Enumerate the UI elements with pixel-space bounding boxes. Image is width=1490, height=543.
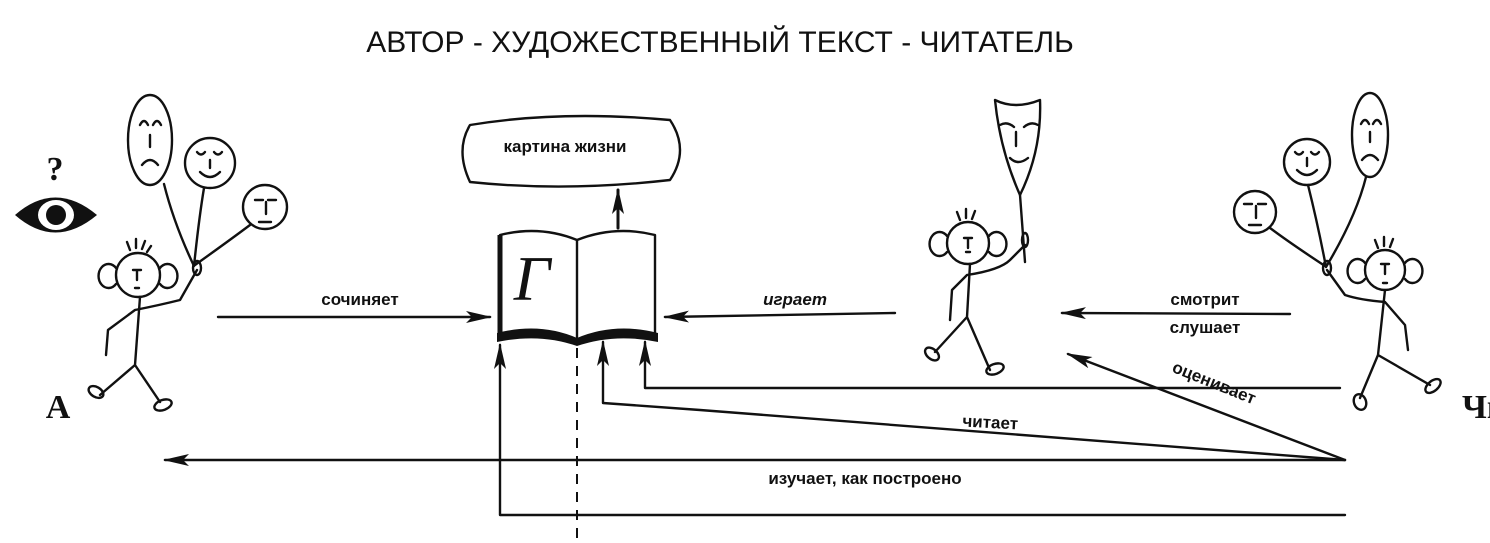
arrow-plays: [663, 310, 897, 323]
author-figure: [87, 93, 289, 412]
label-reads: читает: [962, 412, 1019, 434]
label-evaluates: оценивает: [1170, 358, 1259, 409]
label-composes: сочиняет: [321, 290, 398, 309]
happy-mask-balloon: [183, 136, 237, 190]
theatre-mask: [993, 98, 1042, 197]
life-picture-cloud: картина жизни: [461, 114, 682, 188]
neutral-mask-balloon: [241, 183, 289, 231]
sad-mask-balloon: [126, 93, 174, 187]
actor-figure: [923, 98, 1042, 376]
arrow-evaluates: [1066, 352, 1347, 462]
author-label: А: [46, 389, 71, 426]
eye-icon: ?: [15, 151, 97, 233]
arrow-watches: [1060, 307, 1292, 320]
arrow-reader-to-book: [639, 340, 1342, 390]
label-listens: слушает: [1170, 318, 1241, 337]
book-icon: Г: [497, 229, 658, 346]
arrow-reads: [597, 340, 1347, 462]
arrow-bottom-to-book: [494, 343, 1347, 517]
question-mark: ?: [47, 151, 64, 188]
label-plays: играет: [763, 290, 827, 309]
book-letter: Г: [513, 243, 553, 314]
reader-label: Чк: [1462, 389, 1490, 426]
label-studies: изучает, как построено: [768, 469, 961, 488]
diagram-title: АВТОР - ХУДОЖЕСТВЕННЫЙ ТЕКСТ - ЧИТАТЕЛЬ: [366, 25, 1074, 59]
neutral-mask-balloon: [1232, 189, 1278, 235]
reader-figure: [1232, 91, 1442, 411]
sad-mask-balloon: [1350, 91, 1390, 179]
label-watches: смотрит: [1170, 290, 1239, 309]
cloud-label: картина жизни: [503, 137, 626, 156]
